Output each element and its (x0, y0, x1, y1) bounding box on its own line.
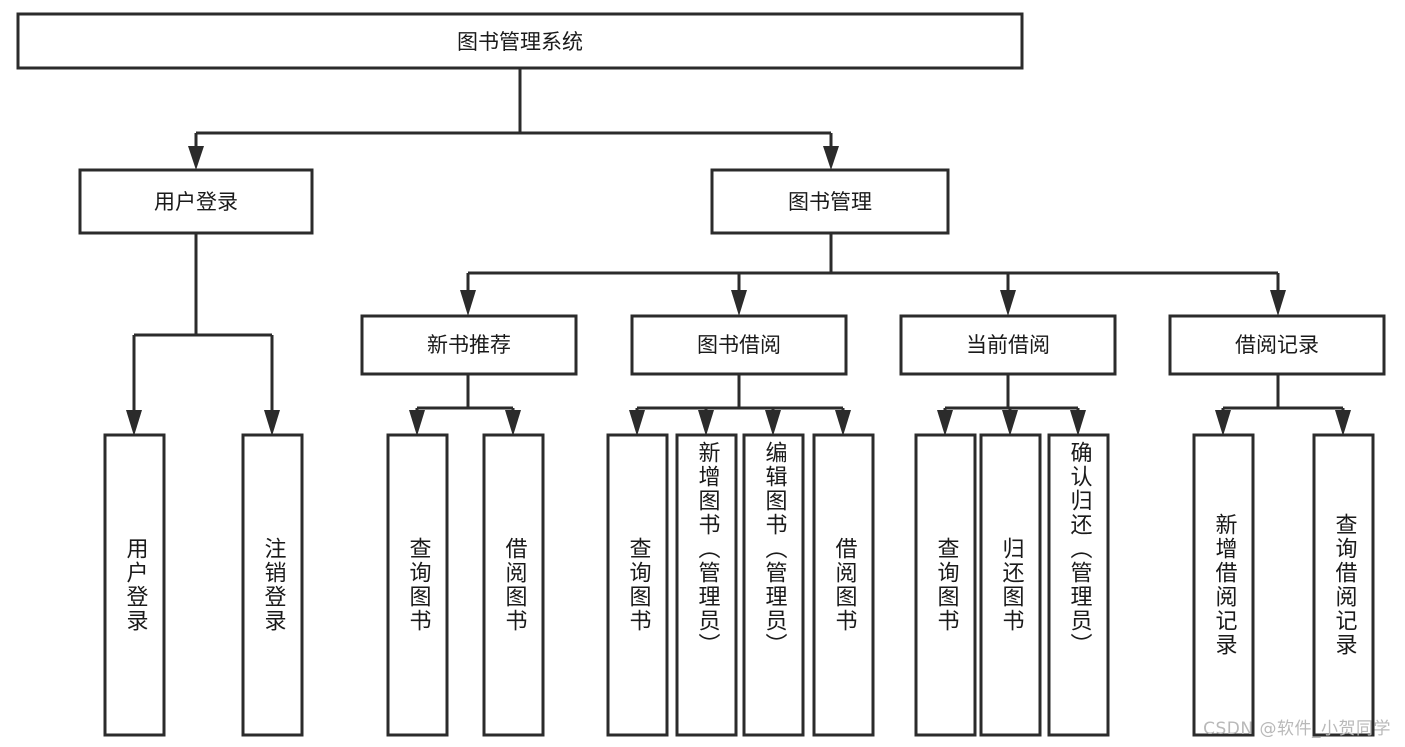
arrow-new-book-leaf-2 (505, 410, 521, 436)
arrow-to-user-login (188, 146, 204, 170)
leaf-boxes (103, 433, 1375, 737)
leaf-box-new-book-2[interactable] (482, 433, 545, 737)
leaf-box-current-borrow-2[interactable] (979, 433, 1042, 737)
node-book-mgmt-box[interactable] (710, 168, 950, 235)
arrow-book-borrow-leaf-3 (765, 410, 781, 436)
arrow-to-borrow-record (1270, 290, 1286, 316)
connector-group-book-mgmt-to-level3 (460, 233, 1286, 316)
node-current-borrow[interactable]: 当前借阅 (899, 314, 1117, 376)
node-root[interactable]: 图书管理系统 (16, 12, 1024, 70)
leaf-box-new-book-1[interactable] (386, 433, 449, 737)
arrow-new-book-leaf-1 (409, 410, 425, 436)
node-user-login[interactable]: 用户登录 (78, 168, 314, 235)
leaf-box-book-borrow-1[interactable] (606, 433, 669, 737)
leaf-box-book-borrow-2[interactable] (675, 433, 738, 737)
connector-group-book-borrow-to-leaves (629, 374, 851, 436)
leaf-box-user-login-1[interactable] (103, 433, 166, 737)
arrow-book-borrow-leaf-4 (835, 410, 851, 436)
node-new-book-label: 新书推荐 (427, 333, 511, 357)
node-current-borrow-box[interactable] (899, 314, 1117, 376)
connector-group-root-to-level2 (188, 68, 839, 170)
node-borrow-record-box[interactable] (1168, 314, 1386, 376)
leaf-box-book-borrow-4[interactable] (812, 433, 875, 737)
arrow-to-book-borrow (731, 290, 747, 316)
arrow-book-borrow-leaf-2 (698, 410, 714, 436)
node-book-mgmt-label: 图书管理 (788, 190, 872, 214)
node-book-borrow-label: 图书借阅 (697, 333, 781, 357)
node-book-mgmt[interactable]: 图书管理 (710, 168, 950, 235)
node-borrow-record[interactable]: 借阅记录 (1168, 314, 1386, 376)
connector-group-borrow-record-to-leaves (1215, 374, 1351, 436)
leaf-box-book-borrow-3[interactable] (742, 433, 805, 737)
arrow-current-borrow-leaf-1 (937, 410, 953, 436)
leaf-box-user-login-2[interactable] (241, 433, 304, 737)
arrow-to-new-book (460, 290, 476, 316)
connector-group-new-book-to-leaves (409, 374, 521, 436)
node-root-box[interactable] (16, 12, 1024, 70)
arrow-book-borrow-leaf-1 (629, 410, 645, 436)
node-current-borrow-label: 当前借阅 (966, 333, 1050, 357)
leaf-box-current-borrow-3[interactable] (1047, 433, 1110, 737)
connector-group-user-login-to-leaves (126, 233, 280, 436)
node-book-borrow[interactable]: 图书借阅 (630, 314, 848, 376)
arrow-borrow-record-leaf-1 (1215, 410, 1231, 436)
arrow-current-borrow-leaf-2 (1002, 410, 1018, 436)
node-book-borrow-box[interactable] (630, 314, 848, 376)
arrow-borrow-record-leaf-2 (1335, 410, 1351, 436)
node-new-book-box[interactable] (360, 314, 578, 376)
leaf-box-current-borrow-1[interactable] (914, 433, 977, 737)
arrow-to-book-mgmt (823, 146, 839, 170)
node-root-label: 图书管理系统 (457, 30, 583, 54)
arrow-current-borrow-leaf-3 (1070, 410, 1086, 436)
node-new-book[interactable]: 新书推荐 (360, 314, 578, 376)
arrow-user-login-leaf-2 (264, 410, 280, 436)
arrow-to-current-borrow (1000, 290, 1016, 316)
leaf-box-borrow-record-2[interactable] (1312, 433, 1375, 737)
node-user-login-label: 用户登录 (154, 190, 238, 214)
arrow-user-login-leaf-1 (126, 410, 142, 436)
leaf-box-borrow-record-1[interactable] (1192, 433, 1255, 737)
connector-group-current-borrow-to-leaves (937, 374, 1086, 436)
csdn-watermark: CSDN @软件_小贺同学 (1203, 719, 1391, 739)
node-borrow-record-label: 借阅记录 (1235, 333, 1319, 357)
node-user-login-box[interactable] (78, 168, 314, 235)
